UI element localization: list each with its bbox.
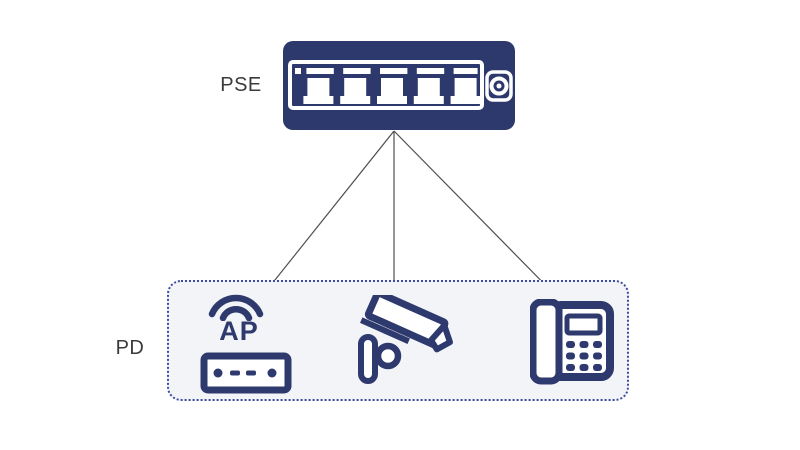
- cable-line-right: [393, 130, 564, 304]
- access-point-device: AP: [200, 293, 292, 395]
- pd-label: PD: [115, 337, 145, 359]
- security-camera-device: [355, 289, 457, 391]
- cable-line-left: [254, 130, 395, 306]
- desk-phone-icon: [529, 298, 614, 385]
- ip-phone-device: [529, 298, 614, 387]
- pd-group-box: AP: [167, 280, 629, 401]
- wifi-icon: [208, 294, 264, 321]
- pse-switch: [283, 41, 515, 130]
- ap-label: AP: [219, 316, 259, 346]
- cctv-camera-icon: [358, 289, 453, 384]
- ethernet-ports-icon: [303, 68, 481, 104]
- pse-label: PSE: [220, 74, 262, 96]
- keypad-icon: [566, 341, 602, 371]
- router-icon: [200, 352, 292, 394]
- ethernet-switch-icon: [288, 60, 513, 110]
- power-port-icon: [485, 70, 513, 102]
- port-frame: [288, 60, 484, 110]
